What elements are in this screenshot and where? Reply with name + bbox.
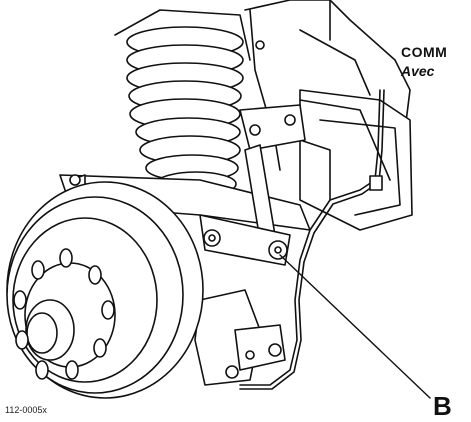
brake-drum [6, 181, 204, 399]
brake-line [239, 89, 391, 390]
wheel-studs [13, 248, 115, 380]
header-line-2: Avec [401, 63, 435, 79]
header-line-1: COMM [401, 44, 448, 60]
callout-label-b: B [433, 391, 452, 421]
figure-id: 112-0005x [5, 405, 47, 415]
callout-leader-line [279, 254, 431, 399]
lower-bracket [194, 289, 286, 386]
crossmember [299, 89, 413, 231]
shock-mount [199, 104, 306, 266]
coil-spring [126, 26, 244, 197]
